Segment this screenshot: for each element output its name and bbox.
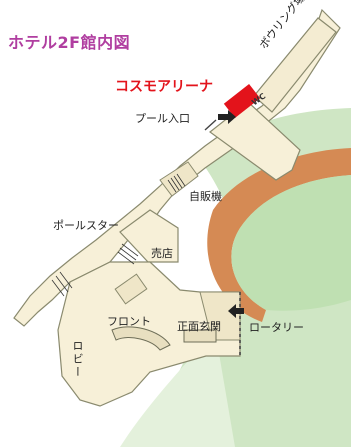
vending-area	[159, 161, 199, 197]
shop-counter	[114, 273, 148, 305]
lobby-label: ロビー	[71, 340, 84, 379]
rotary-label: ロータリー	[249, 321, 304, 334]
park-area-light	[120, 330, 235, 447]
reception-counter	[183, 329, 217, 343]
main-entrance-label: 正面玄関	[177, 320, 221, 333]
map-title: ホテル2F館内図	[8, 33, 131, 52]
bowling-hall	[253, 17, 337, 113]
front-desk	[111, 326, 171, 351]
running-track	[207, 148, 351, 322]
arrow-right-icon	[218, 110, 236, 124]
cosmo-arena-label: コスモアリーナ	[115, 79, 213, 95]
front-desk-label: フロント	[107, 315, 151, 328]
porter-star-label: ポールスター	[53, 219, 119, 232]
escalator-icon	[51, 243, 139, 297]
pool-entrance-label: プール入口	[135, 112, 190, 125]
shop-label: 売店	[151, 247, 173, 260]
stairs-icon	[167, 173, 186, 193]
pool-door	[204, 119, 217, 131]
vending-machine-label: 自販機	[189, 190, 222, 203]
cosmo-arena-block	[223, 84, 261, 118]
main-corridor	[13, 8, 341, 327]
park-inner	[231, 175, 351, 311]
arrow-left-icon	[228, 304, 244, 318]
shop-area	[119, 209, 179, 263]
